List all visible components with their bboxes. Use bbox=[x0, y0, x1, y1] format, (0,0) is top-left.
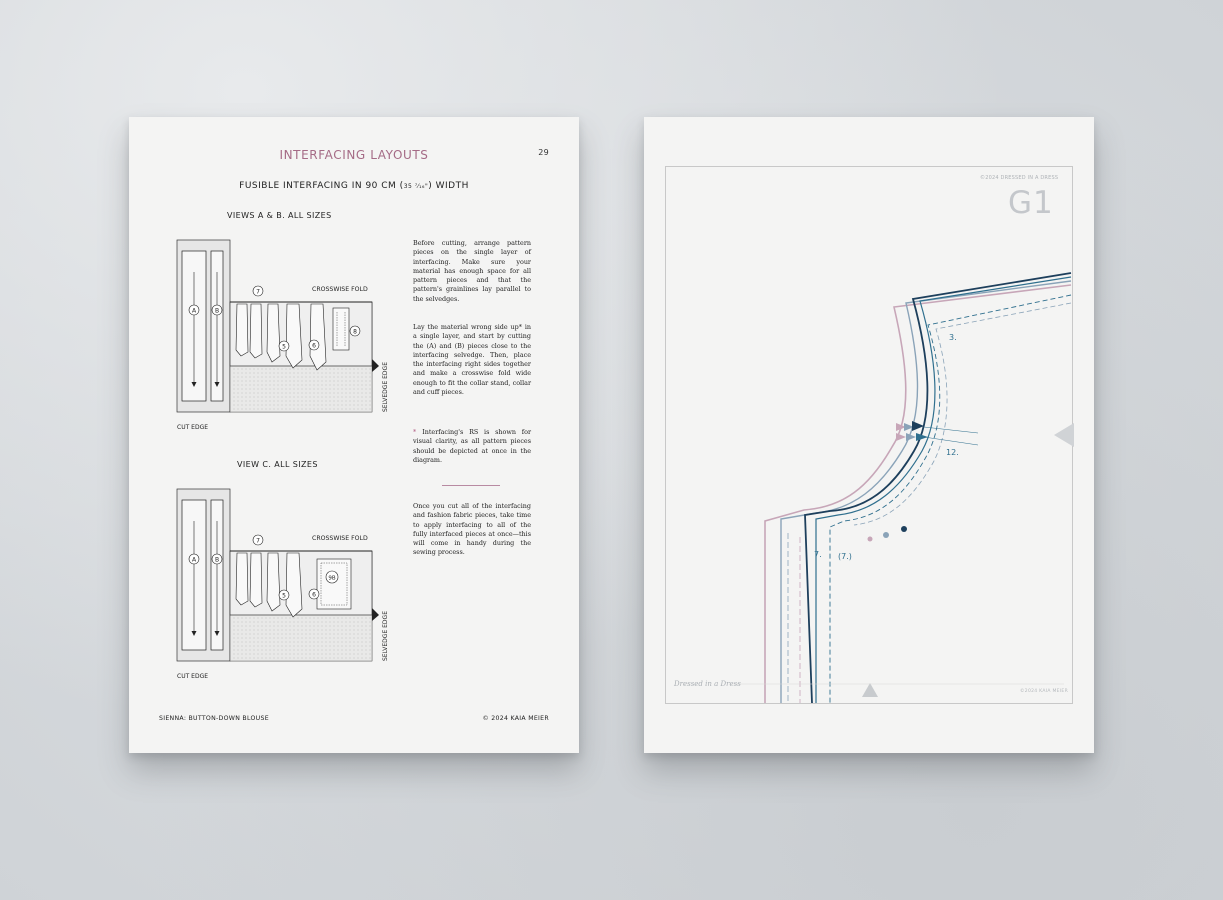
collar-piece bbox=[266, 303, 281, 363]
footer-copyright: © 2024 KAIA MEIER bbox=[482, 715, 549, 722]
piece-6-label: 6 bbox=[312, 343, 316, 350]
bottom-copyright: ©2024 KAIA MEIER bbox=[1020, 689, 1068, 694]
view-c-label: VIEW C. ALL SIZES bbox=[237, 460, 318, 469]
collar-piece-2 bbox=[285, 303, 303, 369]
collar-stand-piece bbox=[235, 303, 249, 357]
cut-edge-label: CUT EDGE bbox=[177, 673, 208, 680]
size-label-7: 7. bbox=[814, 550, 822, 559]
subtitle-end: ) WIDTH bbox=[428, 181, 469, 191]
selvedge-edge-label: SELVEDGE EDGE bbox=[382, 611, 389, 661]
pattern-lines: 3. 12. 7. (7.) bbox=[734, 272, 1074, 704]
piece-a-label: A bbox=[192, 557, 197, 564]
subtitle-fraction: 35 ⁷⁄₁₆" bbox=[403, 183, 429, 190]
instruction-paragraph-1: Before cutting, arrange pattern pieces o… bbox=[413, 239, 531, 303]
instruction-paragraph-3: Once you cut all of the interfacing and … bbox=[413, 502, 531, 557]
instruction-page: INTERFACING LAYOUTS 29 FUSIBLE INTERFACI… bbox=[129, 117, 579, 753]
piece-b-label: B bbox=[215, 557, 219, 564]
sheet-id: G1 bbox=[1008, 185, 1054, 221]
collar-stand-piece-2 bbox=[249, 303, 263, 359]
sheet-copyright: ©2024 DRESSED IN A DRESS bbox=[980, 175, 1059, 181]
page-number: 29 bbox=[538, 148, 549, 157]
piece-b-label: B bbox=[215, 308, 219, 315]
layout-diagram-ab: A B 7 5 6 8 CROSSWISE FOLD SELVEDGE EDGE… bbox=[176, 239, 389, 431]
piece-5-label: 5 bbox=[282, 344, 286, 351]
size-label-3: 3. bbox=[949, 333, 957, 342]
piece-6-label: 6 bbox=[312, 592, 316, 599]
interfacing-note: *Interfacing's RS is shown for visual cl… bbox=[413, 428, 531, 465]
piece-a-label: A bbox=[192, 308, 197, 315]
pattern-sheet-page: ©2024 DRESSED IN A DRESS G1 bbox=[644, 117, 1094, 753]
footer-title: SIENNA: BUTTON-DOWN BLOUSE bbox=[159, 715, 269, 722]
cut-edge-label: CUT EDGE bbox=[177, 424, 208, 431]
size-label-7-paren: (7.) bbox=[838, 552, 852, 561]
selvedge-edge-label: SELVEDGE EDGE bbox=[382, 362, 389, 412]
note-asterisk: * bbox=[413, 428, 417, 436]
cuff-piece bbox=[309, 303, 327, 371]
page-subtitle: FUSIBLE INTERFACING IN 90 CM (35 ⁷⁄₁₆") … bbox=[129, 181, 579, 191]
crosswise-fold-label: CROSSWISE FOLD bbox=[312, 286, 368, 293]
cuff-piece-c bbox=[316, 558, 352, 610]
bottom-logo: Dressed in a Dress bbox=[674, 680, 741, 688]
piece-5-label: 5 bbox=[282, 593, 286, 600]
instruction-paragraph-2: Lay the material wrong side up* in a sin… bbox=[413, 323, 531, 397]
piece-9b-label: 9B bbox=[328, 576, 335, 582]
cuff-piece-2 bbox=[332, 307, 350, 351]
note-text: Interfacing's RS is shown for visual cla… bbox=[413, 428, 531, 464]
layout-diagram-c: A B 7 5 6 9B CROSSWISE FOLD SELVEDGE EDG… bbox=[176, 488, 389, 680]
subtitle-main: FUSIBLE INTERFACING IN 90 CM ( bbox=[239, 181, 404, 191]
size-label-12: 12. bbox=[946, 448, 959, 457]
piece-7-label: 7 bbox=[256, 538, 260, 545]
divider bbox=[442, 485, 500, 486]
views-ab-label: VIEWS A & B. ALL SIZES bbox=[227, 211, 332, 220]
piece-7-label: 7 bbox=[256, 289, 260, 296]
piece-8-label: 8 bbox=[353, 329, 357, 336]
crosswise-fold-label: CROSSWISE FOLD bbox=[312, 535, 368, 542]
page-title: INTERFACING LAYOUTS bbox=[279, 148, 429, 162]
